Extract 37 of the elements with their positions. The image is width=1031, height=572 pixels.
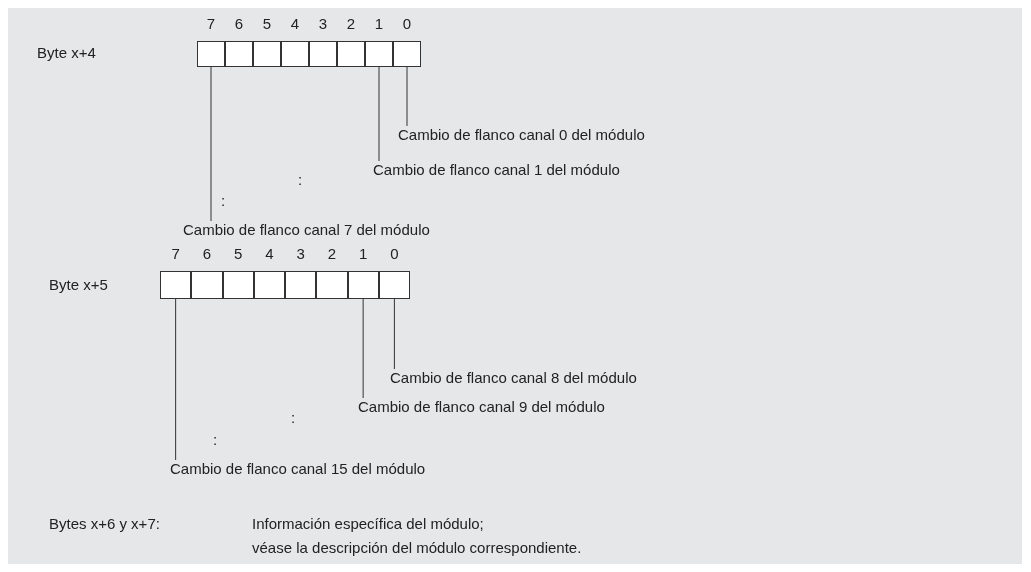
bit-description: Cambio de flanco canal 9 del módulo (358, 398, 605, 416)
bit-number: 5 (232, 245, 244, 263)
ellipsis-mark: : (221, 192, 226, 210)
bit-number: 7 (205, 15, 217, 33)
bit-number: 4 (264, 245, 275, 263)
bit-description: Cambio de flanco canal 15 del módulo (170, 460, 426, 478)
bit-number: 3 (317, 15, 329, 33)
bit-number: 4 (289, 15, 301, 33)
bit-number: 0 (401, 15, 413, 33)
ellipsis-mark: : (213, 431, 218, 449)
leader-line (210, 66, 212, 222)
leader-line (175, 298, 177, 461)
bit-number: 1 (373, 15, 385, 33)
ellipsis-mark: : (298, 171, 303, 189)
bit-description: Cambio de flanco canal 0 del módulo (398, 126, 645, 144)
bit-number: 6 (233, 15, 245, 33)
leader-line (378, 66, 380, 162)
bit-number: 0 (389, 245, 400, 263)
bit-description: Cambio de flanco canal 1 del módulo (373, 161, 620, 179)
byte-label: Bytes x+6 y x+7: (49, 515, 160, 533)
leader-line (362, 298, 364, 399)
leader-line (406, 66, 408, 127)
note-text: véase la descripción del módulo correspondiente. (252, 539, 582, 557)
bit-number: 6 (201, 245, 213, 263)
bit-number: 5 (261, 15, 273, 33)
bit-number: 2 (326, 245, 338, 263)
bit-number: 7 (170, 245, 181, 263)
note-text: Información específica del módulo; (252, 515, 484, 533)
byte-label: Byte x+5 (49, 276, 108, 294)
leader-line (393, 298, 395, 370)
bit-number: 3 (295, 245, 306, 263)
bit-description: Cambio de flanco canal 7 del módulo (183, 221, 430, 239)
bit-description: Cambio de flanco canal 8 del módulo (390, 369, 637, 387)
bit-number: 2 (345, 15, 357, 33)
byte-label: Byte x+4 (37, 44, 96, 62)
bit-number: 1 (357, 245, 369, 263)
ellipsis-mark: : (291, 409, 296, 427)
